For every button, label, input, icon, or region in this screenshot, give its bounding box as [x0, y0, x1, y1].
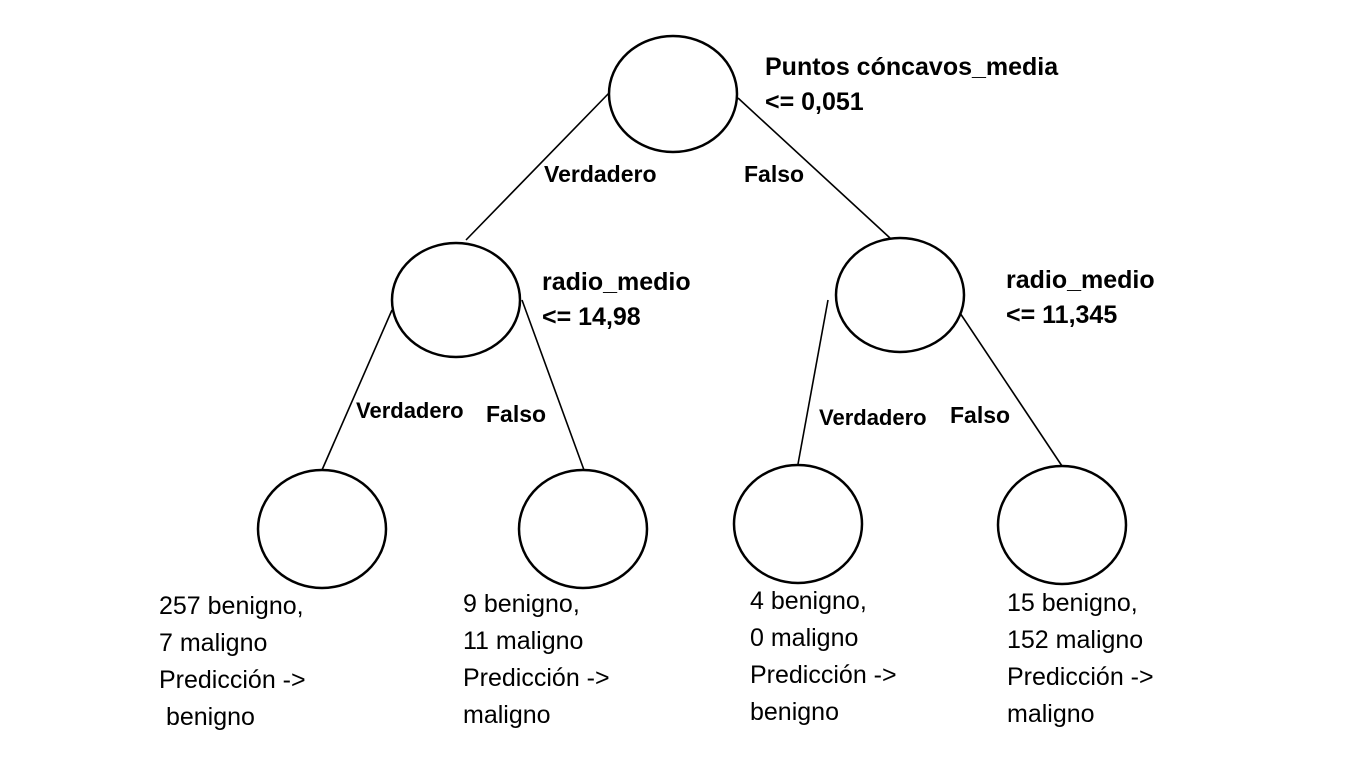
leaf-2-prediction: maligno — [463, 701, 551, 729]
root-true-label: Verdadero — [544, 161, 657, 187]
leaf-2-summary: 9 benigno, 11 maligno Predicción -> mali… — [463, 586, 610, 734]
leaf-1-malignant: 7 maligno — [159, 629, 268, 657]
leaf-3-prediction-label: Predicción -> — [750, 661, 897, 689]
leaf-3-prediction: benigno — [750, 698, 839, 726]
left-condition: radio_medio <= 14,98 — [542, 265, 691, 335]
leaf-2-malignant: 11 maligno — [463, 627, 584, 655]
edge-left-leaf2 — [521, 299, 585, 471]
leaf-node-2 — [517, 468, 649, 590]
left-feature: radio_medio — [542, 268, 691, 296]
leaf-4-summary: 15 benigno, 152 maligno Predicción -> ma… — [1007, 585, 1154, 733]
right-threshold: <= 11,345 — [1006, 301, 1118, 329]
leaf-4-prediction: maligno — [1007, 700, 1095, 728]
left-true-label: Verdadero — [356, 398, 464, 423]
leaf-1-prediction: benigno — [159, 703, 255, 731]
leaf-3-malignant: 0 maligno — [750, 624, 859, 652]
root-feature: Puntos cóncavos_media — [765, 53, 1059, 81]
leaf-3-benign: 4 benigno, — [750, 587, 867, 615]
right-feature: radio_medio — [1006, 266, 1155, 294]
leaf-node-4 — [996, 464, 1128, 586]
left-node — [390, 241, 522, 359]
right-node — [834, 236, 966, 354]
left-threshold: <= 14,98 — [542, 303, 641, 331]
leaf-2-benign: 9 benigno, — [463, 590, 580, 618]
root-condition: Puntos cóncavos_media <= 0,051 — [765, 50, 1058, 120]
right-condition: radio_medio <= 11,345 — [1006, 263, 1155, 333]
root-false-label: Falso — [744, 161, 805, 187]
edge-root-left — [465, 91, 611, 241]
edge-left-leaf1 — [321, 309, 393, 471]
root-threshold: <= 0,051 — [765, 88, 864, 116]
leaf-2-prediction-label: Predicción -> — [463, 664, 610, 692]
leaf-4-malignant: 152 maligno — [1007, 626, 1144, 654]
leaf-node-1 — [256, 468, 388, 590]
left-false-label: Falso — [486, 401, 547, 427]
leaf-node-3 — [732, 463, 864, 585]
leaf-4-prediction-label: Predicción -> — [1007, 663, 1154, 691]
leaf-3-summary: 4 benigno, 0 maligno Predicción -> benig… — [750, 583, 897, 731]
leaf-1-benign: 257 benigno, — [159, 592, 304, 620]
leaf-1-summary: 257 benigno, 7 maligno Predicción -> ben… — [159, 588, 306, 736]
right-true-label: Verdadero — [819, 405, 927, 430]
edge-right-leaf4 — [957, 309, 1063, 467]
root-node — [607, 34, 739, 154]
edge-root-right — [737, 97, 891, 239]
leaf-4-benign: 15 benigno, — [1007, 589, 1138, 617]
leaf-1-prediction-label: Predicción -> — [159, 666, 306, 694]
right-false-label: Falso — [950, 402, 1011, 428]
edge-right-leaf3 — [797, 299, 829, 465]
